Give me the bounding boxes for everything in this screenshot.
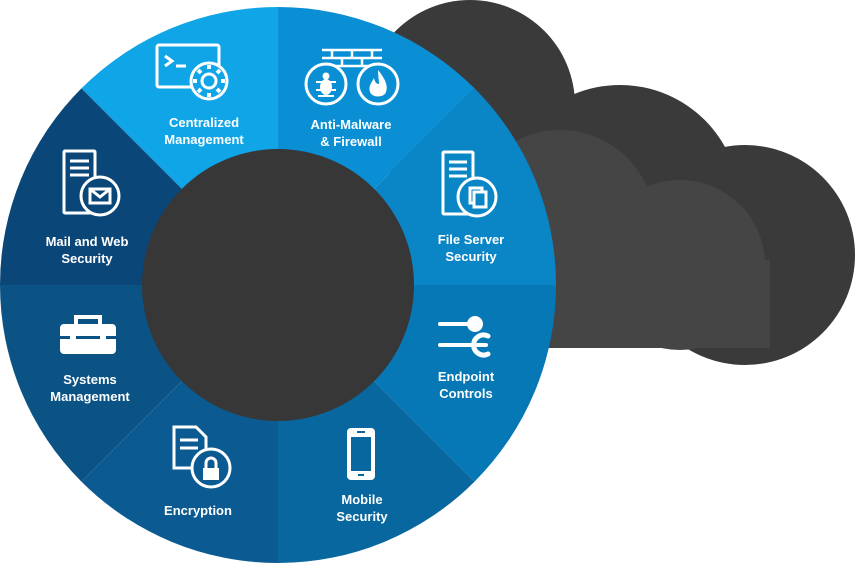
label-centralized-management: Centralized Management bbox=[164, 115, 244, 147]
document-lock-icon bbox=[172, 425, 232, 489]
center-hub bbox=[142, 149, 414, 421]
toolbox-icon bbox=[60, 315, 116, 354]
label-anti-malware-firewall: Anti-Malware & Firewall bbox=[310, 117, 392, 149]
console-gear-icon bbox=[155, 43, 229, 101]
server-envelope-icon bbox=[62, 149, 121, 217]
label-endpoint-controls: Endpoint Controls bbox=[437, 369, 495, 401]
label-mail-web-security: Mail and Web Security bbox=[45, 234, 129, 266]
label-file-server-security: File Server Security bbox=[437, 232, 505, 264]
label-mobile-security: Mobile Security bbox=[336, 492, 388, 524]
label-encryption: Encryption bbox=[164, 503, 232, 518]
server-documents-icon bbox=[441, 150, 498, 218]
firewall-bug-flame-icon bbox=[304, 48, 400, 106]
label-systems-management: Systems Management bbox=[50, 372, 130, 404]
sliders-wrench-icon bbox=[438, 316, 491, 358]
smartphone-icon bbox=[347, 428, 375, 480]
